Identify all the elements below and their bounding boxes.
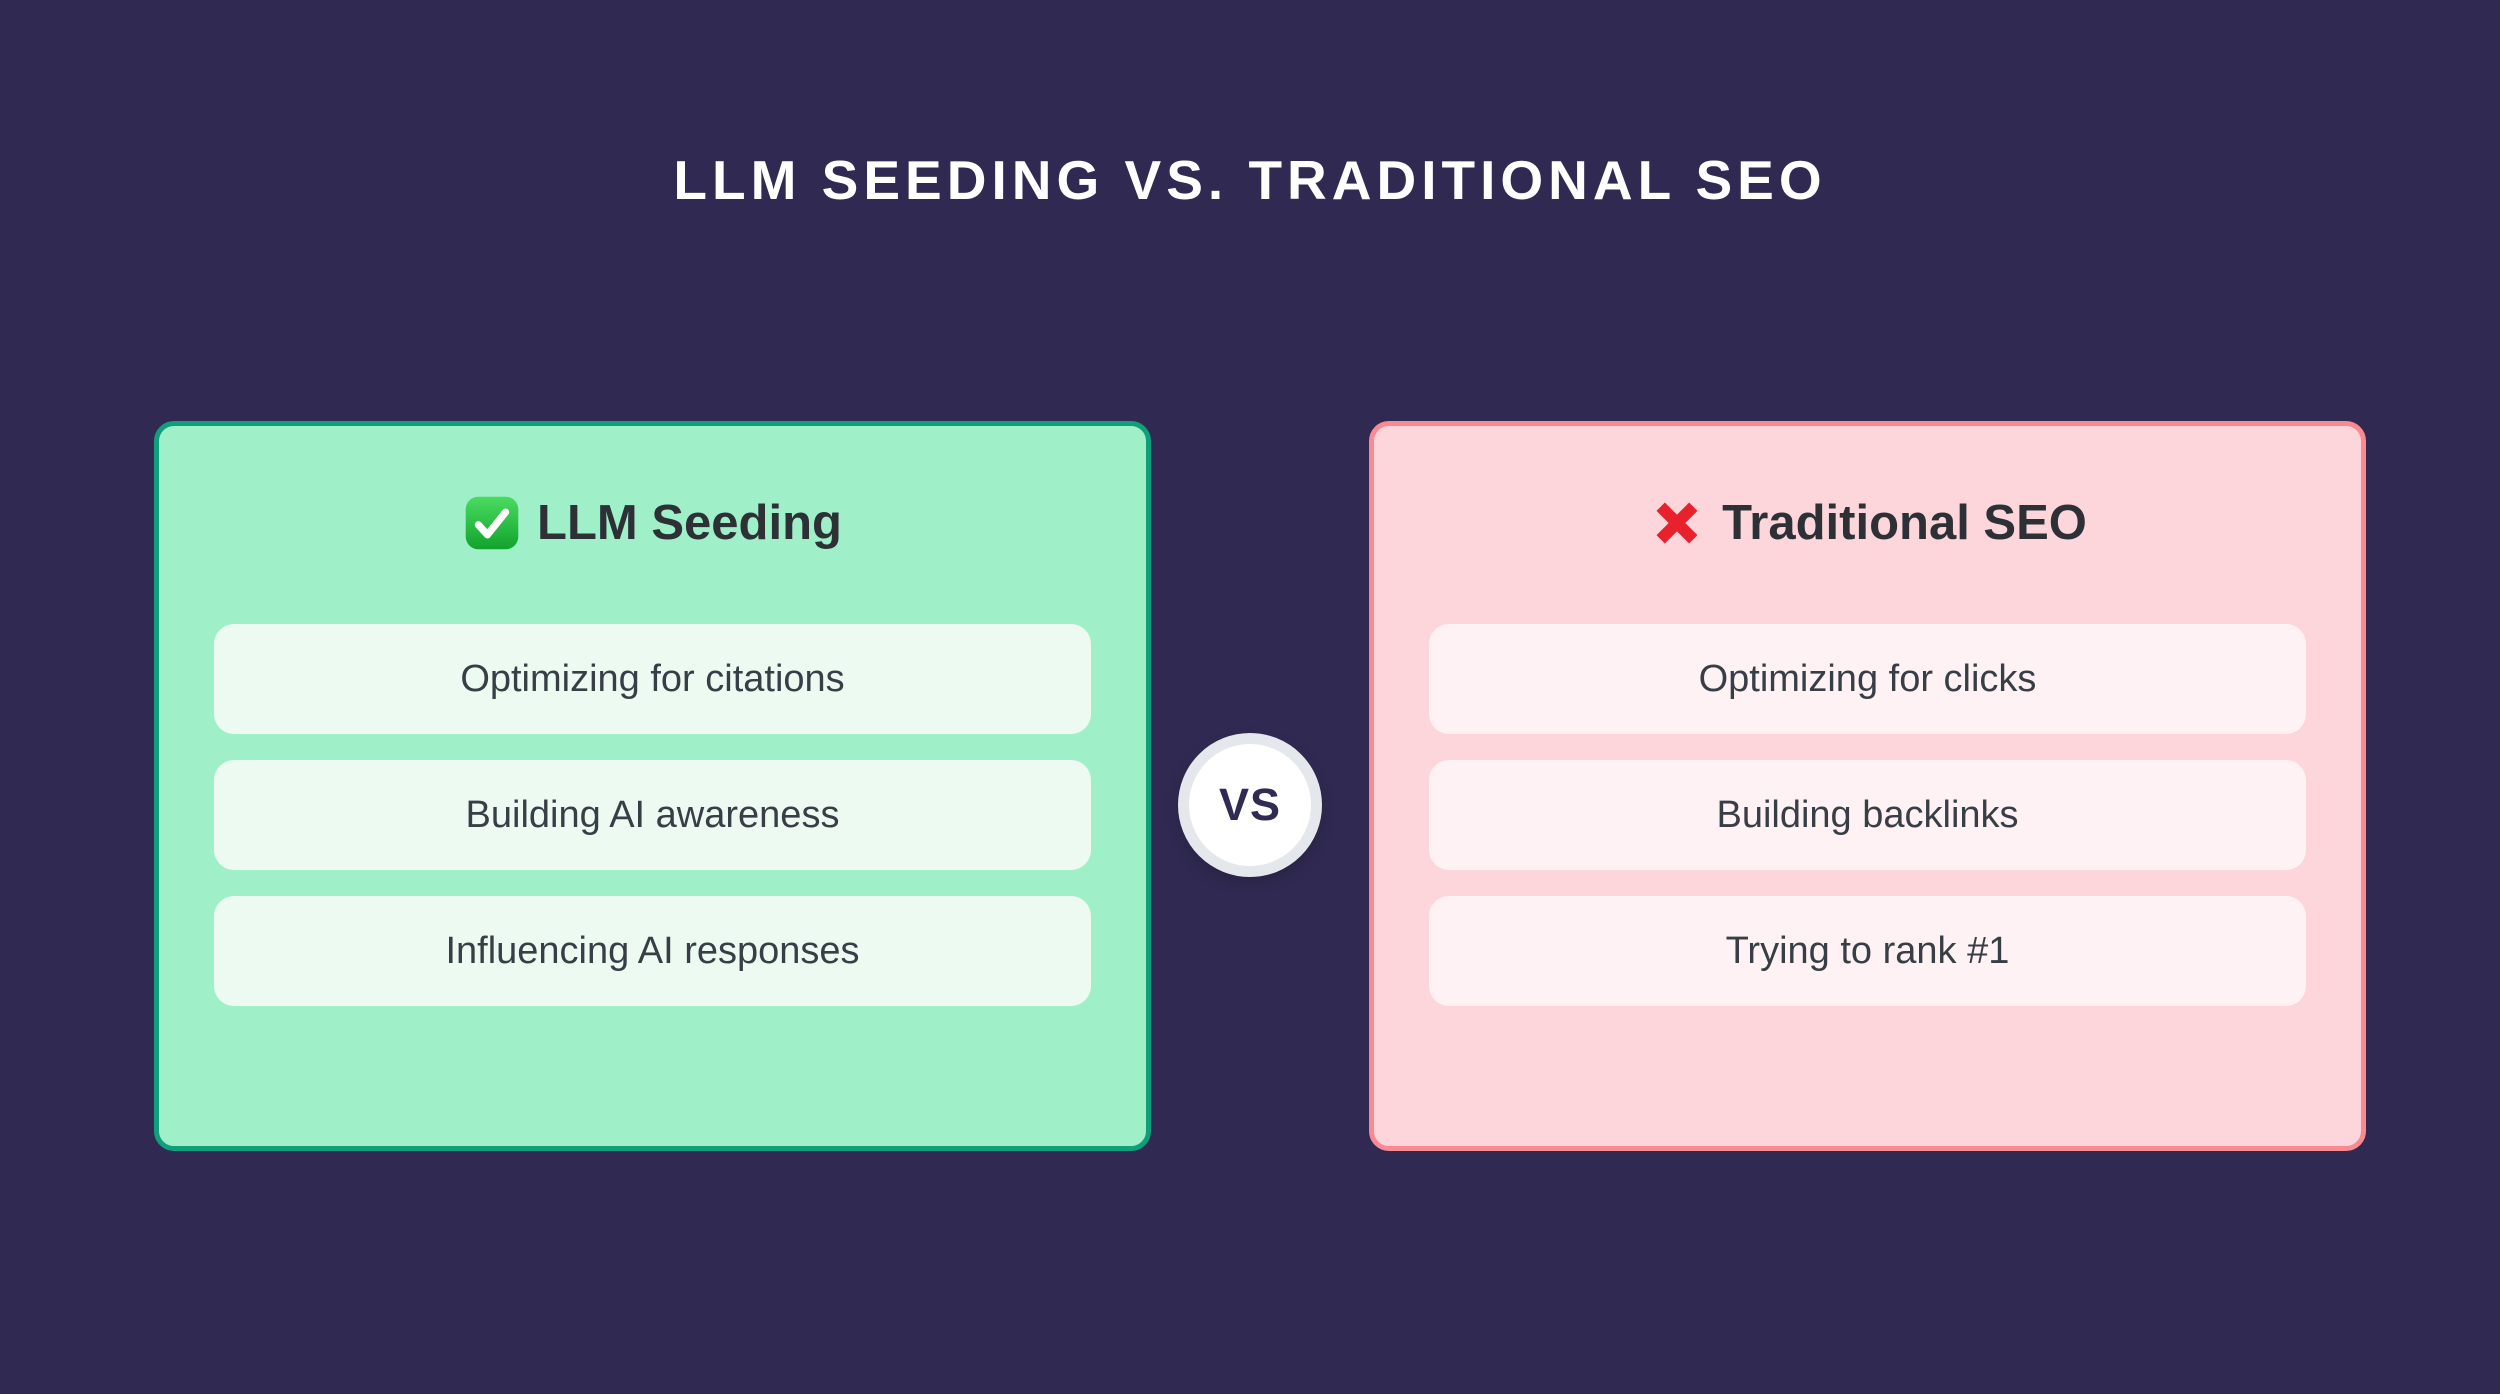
llm-seeding-title: LLM Seeding (537, 496, 842, 550)
list-item: Building AI awareness (214, 760, 1091, 870)
list-item: Trying to rank #1 (1429, 896, 2306, 1006)
traditional-seo-header: Traditional SEO (1374, 492, 2361, 554)
traditional-seo-title: Traditional SEO (1722, 496, 2087, 550)
list-item: Optimizing for citations (214, 624, 1091, 734)
vs-badge: VS (1178, 733, 1322, 877)
page-title: LLM SEEDING VS. TRADITIONAL SEO (673, 149, 1827, 211)
cross-icon (1648, 494, 1706, 552)
traditional-seo-items: Optimizing for clicks Building backlinks… (1374, 624, 2361, 1006)
list-item: Influencing AI responses (214, 896, 1091, 1006)
llm-seeding-header: LLM Seeding (159, 492, 1146, 554)
vs-label: VS (1218, 779, 1282, 830)
llm-seeding-items: Optimizing for citations Building AI awa… (159, 624, 1146, 1006)
list-item: Optimizing for clicks (1429, 624, 2306, 734)
llm-seeding-card: LLM Seeding Optimizing for citations Bui… (154, 421, 1151, 1151)
check-icon (463, 494, 521, 552)
list-item: Building backlinks (1429, 760, 2306, 870)
traditional-seo-card: Traditional SEO Optimizing for clicks Bu… (1369, 421, 2366, 1151)
